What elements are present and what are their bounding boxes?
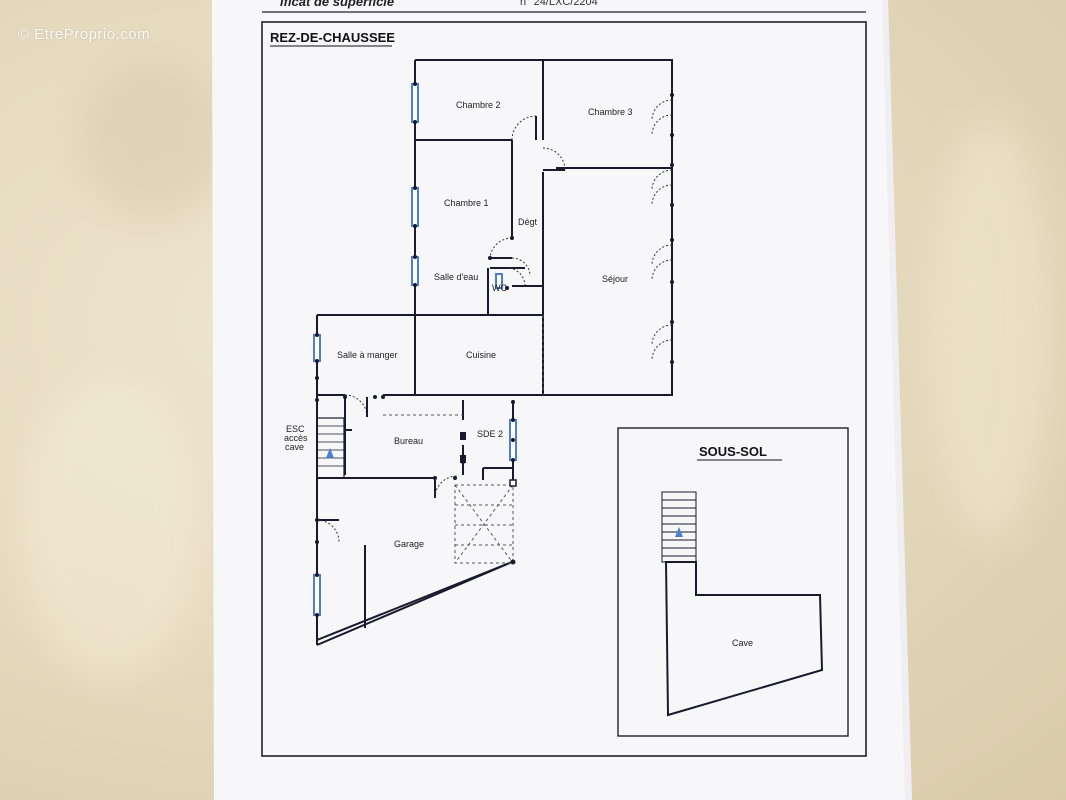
label-cuisine: Cuisine: [466, 350, 496, 360]
label-salle-manger: Salle à manger: [337, 350, 398, 360]
label-esc: ESC: [286, 424, 305, 434]
cloth-fold: [930, 120, 1050, 540]
cloth-shadow: [80, 60, 230, 220]
door-leaves: [317, 116, 565, 521]
label-sejour: Séjour: [602, 274, 628, 284]
ground-floor-title: REZ-DE-CHAUSSEE: [270, 30, 395, 45]
certificate-number: n° 24/LXC/2204: [520, 0, 598, 8]
label-salle-eau: Salle d'eau: [434, 272, 478, 282]
label-sde-2: SDE 2: [477, 429, 503, 439]
label-cave: Cave: [732, 638, 753, 648]
basement-title: SOUS-SOL: [699, 444, 767, 459]
label-chambre-2: Chambre 2: [456, 100, 501, 110]
label-wc: WC: [492, 283, 507, 293]
label-garage: Garage: [394, 539, 424, 549]
label-chambre-1: Chambre 1: [444, 198, 489, 208]
watermark: © EtreProprio.com: [18, 26, 151, 43]
dashed-guides: [383, 315, 544, 564]
label-degt: Dégt: [518, 217, 538, 227]
certificate-header: ificat de superficie: [280, 0, 394, 9]
stair-to-cave: [316, 417, 345, 479]
basement-plan: [661, 491, 824, 717]
label-cave-access: cave: [285, 442, 304, 452]
basement-frame: [617, 427, 849, 737]
room-labels: Chambre 2 Chambre 3 Chambre 1 Dégt Salle…: [284, 100, 753, 648]
paper-sheet: [212, 0, 912, 800]
ground-floor-frame: [261, 21, 867, 757]
cloth-fold: [20, 380, 200, 680]
label-acces: accès: [284, 433, 308, 443]
label-bureau: Bureau: [394, 436, 423, 446]
door-swings: [316, 99, 673, 543]
label-chambre-3: Chambre 3: [588, 107, 633, 117]
